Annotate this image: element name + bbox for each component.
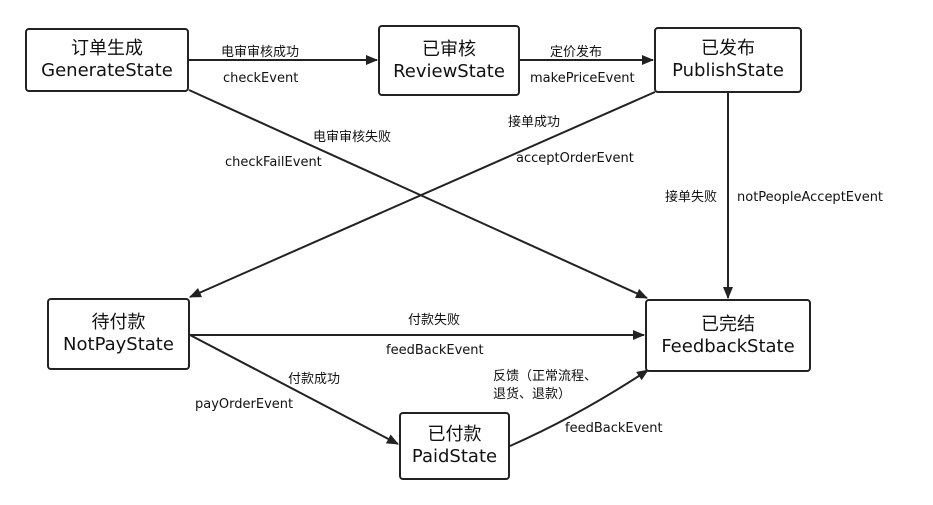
state-notpay: 待付款 NotPayState [47, 298, 190, 370]
state-paid: 已付款 PaidState [399, 412, 510, 480]
label-check-success-zh: 电审审核成功 [221, 45, 300, 60]
edge-generate-feedback [188, 89, 648, 299]
state-publish: 已发布 PublishState [654, 27, 802, 93]
state-generate-zh: 订单生成 [71, 38, 143, 59]
label-check-success-event: checkEvent [223, 71, 299, 86]
label-pay-success-event: payOrderEvent [195, 397, 294, 412]
label-pay-fail-zh: 付款失败 [408, 313, 461, 328]
label-check-fail-zh: 电审审核失败 [313, 130, 392, 145]
edge-publish-notpay [189, 91, 656, 298]
label-check-fail-event: checkFailEvent [225, 155, 322, 170]
state-paid-en: PaidState [411, 446, 498, 467]
state-feedback-en: FeedbackState [661, 335, 795, 357]
edge-paid-feedback [509, 369, 649, 447]
label-feedback-event: feedBackEvent [565, 421, 663, 436]
state-publish-en: PublishState [672, 60, 784, 81]
label-accept-order-event: acceptOrderEvent [516, 151, 634, 166]
state-publish-zh: 已发布 [701, 38, 755, 59]
state-review: 已审核 ReviewState [378, 25, 520, 96]
edge-notpay-paid [189, 334, 399, 445]
state-review-en: ReviewState [393, 60, 505, 82]
label-feedback-zh: 反馈（正常流程、 退货、退款） [493, 369, 598, 402]
label-accept-order-zh: 接单成功 [508, 115, 561, 130]
label-not-accept-zh: 接单失败 [665, 190, 718, 205]
state-paid-zh: 已付款 [427, 424, 482, 445]
label-make-price-event: makePriceEvent [530, 71, 635, 86]
state-feedback-zh: 已完结 [701, 313, 755, 335]
state-notpay-en: NotPayState [63, 334, 174, 355]
state-review-zh: 已审核 [422, 38, 476, 60]
state-feedback: 已完结 FeedbackState [645, 299, 811, 372]
state-generate-en: GenerateState [41, 60, 173, 81]
label-pay-success-zh: 付款成功 [288, 372, 341, 387]
label-not-accept-event: notPeopleAcceptEvent [737, 190, 884, 205]
state-notpay-zh: 待付款 [91, 312, 146, 333]
label-pay-fail-event: feedBackEvent [386, 343, 484, 358]
label-make-price-zh: 定价发布 [550, 45, 603, 60]
state-generate: 订单生成 GenerateState [25, 28, 189, 92]
